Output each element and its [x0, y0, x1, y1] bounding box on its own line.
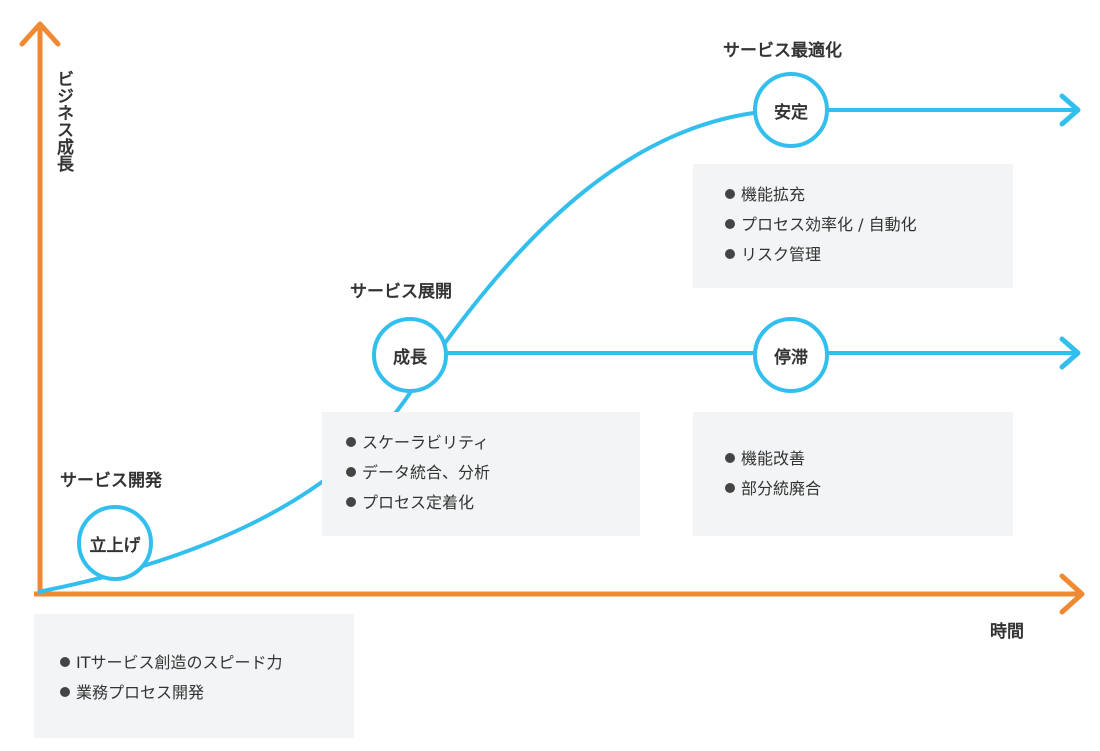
bullet-icon — [725, 219, 735, 229]
phase-1-box: ITサービス創造のスピード力 業務プロセス開発 — [34, 614, 354, 738]
x-axis-arrow-icon — [1059, 573, 1085, 615]
stagnation-arrow-icon — [1059, 336, 1081, 370]
stage-node-growth: 成長 — [372, 317, 448, 393]
stage-node-stable: 安定 — [753, 72, 829, 148]
phase-1-title: サービス開発 — [60, 471, 162, 491]
stage-node-startup: 立上げ — [77, 505, 153, 581]
stable-arrow-icon — [1059, 93, 1081, 127]
list-item: データ統合、分析 — [346, 458, 640, 488]
list-item: 機能拡充 — [725, 180, 1013, 210]
phase-3-box: 機能拡充 プロセス効率化 / 自動化 リスク管理 — [693, 164, 1013, 288]
bullet-icon — [60, 687, 70, 697]
stage-node-label: 安定 — [774, 102, 808, 123]
phase-4-box: 機能改善 部分統廃合 — [693, 412, 1013, 536]
bullet-icon — [346, 467, 356, 477]
list-item: プロセス定着化 — [346, 488, 640, 518]
stage-node-stagnation: 停滞 — [753, 317, 829, 393]
list-item: ITサービス創造のスピード力 — [60, 648, 354, 678]
bullet-icon — [346, 497, 356, 507]
list-item: 機能改善 — [725, 444, 1013, 474]
list-item: プロセス効率化 / 自動化 — [725, 210, 1013, 240]
bullet-icon — [725, 483, 735, 493]
phase-2-title: サービス展開 — [350, 282, 452, 302]
list-item: 部分統廃合 — [725, 474, 1013, 504]
x-axis-label: 時間 — [990, 622, 1024, 642]
stage-node-label: 停滞 — [774, 347, 808, 368]
stage-node-label: 立上げ — [89, 535, 141, 556]
y-axis-label: ビジネス成長 — [53, 70, 73, 172]
stage-node-label: 成長 — [393, 347, 427, 368]
phase-3-title: サービス最適化 — [723, 41, 842, 61]
phase-2-box: スケーラビリティ データ統合、分析 プロセス定着化 — [322, 412, 640, 536]
list-item: リスク管理 — [725, 240, 1013, 270]
bullet-icon — [725, 189, 735, 199]
bullet-icon — [60, 657, 70, 667]
list-item: 業務プロセス開発 — [60, 678, 354, 708]
bullet-icon — [725, 249, 735, 259]
bullet-icon — [346, 437, 356, 447]
bullet-icon — [725, 453, 735, 463]
y-axis-arrow-icon — [19, 21, 61, 47]
list-item: スケーラビリティ — [346, 428, 640, 458]
